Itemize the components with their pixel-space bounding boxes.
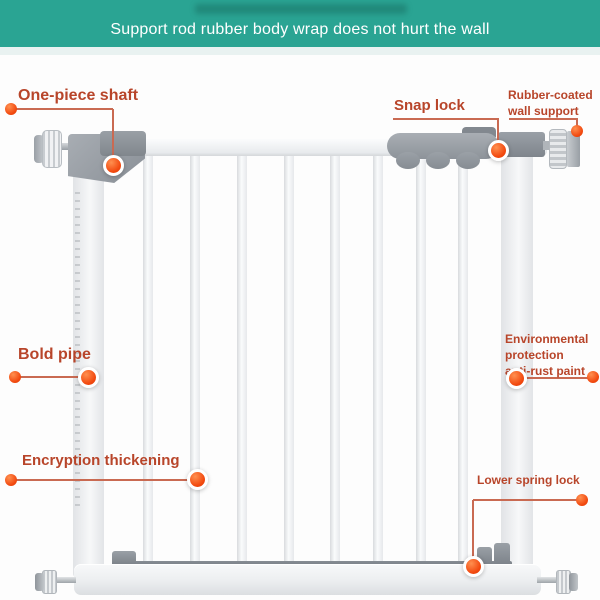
left-wall-cup: [34, 135, 44, 163]
label-line: Environmental: [505, 332, 589, 346]
callout-dot: [103, 155, 124, 176]
leader-line: [576, 118, 578, 127]
label-line: Rubber-coated: [508, 88, 593, 102]
callout-dot: [463, 556, 484, 577]
banner-title: Support rod rubber body wrap does not hu…: [110, 21, 490, 38]
right-adjuster-knob: [549, 129, 567, 169]
callout-dot: [9, 371, 21, 383]
right-bottom-screw-shaft: [537, 577, 559, 583]
callout-dot: [5, 474, 17, 486]
leader-line: [11, 108, 113, 110]
label-line: wall support: [508, 104, 579, 118]
gate-bar: [458, 150, 468, 570]
leader-line: [112, 109, 114, 160]
callout-dot: [187, 469, 208, 490]
callout-dot: [5, 103, 17, 115]
callout-dot: [78, 367, 99, 388]
leader-line: [497, 118, 499, 144]
lower-spring-lock-clip: [494, 543, 510, 564]
callout-label-lower-spring-lock: Lower spring lock: [477, 473, 580, 487]
leader-line: [509, 118, 578, 120]
header-banner: Support rod rubber body wrap does not hu…: [0, 0, 600, 47]
handle-grip-groove: [396, 152, 420, 169]
left-bottom-screw-shaft: [54, 577, 76, 583]
callout-dot: [587, 371, 599, 383]
right-shaft-pin: [543, 141, 552, 150]
leader-line: [473, 499, 582, 501]
rubber-wall-support-plate: [567, 131, 580, 167]
callout-label-encryption-thickening: Encryption thickening: [22, 452, 180, 469]
left-bottom-screw-wheel: [42, 570, 57, 594]
leader-line: [15, 376, 88, 378]
callout-dot: [576, 494, 588, 506]
latch-tab: [462, 127, 496, 137]
gate-bar: [237, 150, 247, 570]
left-bottom-screw-cap: [35, 573, 44, 591]
callout-dot: [571, 125, 583, 137]
right-bottom-screw-cap: [569, 573, 578, 591]
callout-label-bold-pipe: Bold pipe: [18, 346, 91, 363]
gate-bar: [330, 150, 340, 570]
left-adjuster-knob: [42, 130, 62, 168]
gate-bar: [373, 150, 383, 570]
left-frame-post: [73, 147, 104, 577]
gate-bar: [416, 150, 426, 570]
callout-label-rubber-coated-wall-support: Rubber-coated wall support: [508, 87, 593, 119]
banner-bottom-strip: [0, 47, 600, 55]
left-shaft-pin: [57, 143, 72, 150]
leader-line: [11, 479, 197, 481]
handle-grip-groove: [426, 152, 450, 169]
bottom-clip: [112, 551, 136, 564]
gate-bar: [143, 150, 153, 570]
leader-line: [472, 500, 474, 560]
gate-bar: [284, 150, 294, 570]
right-frame-post: [501, 147, 533, 577]
gate-bar: [190, 150, 200, 570]
callout-label-snap-lock: Snap lock: [394, 97, 465, 114]
handle-grip-groove: [456, 152, 480, 169]
leader-line: [516, 377, 593, 379]
bracket-top-flap: [100, 131, 146, 156]
callout-dot: [488, 140, 509, 161]
callout-dot: [506, 368, 527, 389]
leader-line: [393, 118, 498, 120]
blurred-watermark-text: [195, 4, 407, 14]
callout-label-one-piece-shaft: One-piece shaft: [18, 87, 139, 104]
label-line: protection: [505, 348, 564, 362]
